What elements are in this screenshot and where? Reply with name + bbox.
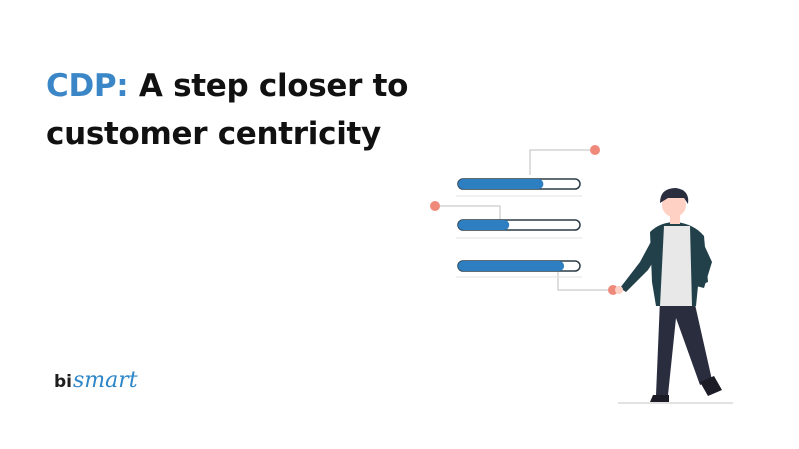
progress-bar-2 (457, 219, 581, 231)
dot-2 (430, 201, 440, 211)
person-hand (615, 286, 623, 294)
person-hair (660, 188, 689, 204)
logo-bi: bi (54, 372, 72, 392)
person-figure (615, 188, 722, 402)
person-legs (656, 300, 712, 395)
person-arm-right (694, 236, 712, 288)
person-arm-left (620, 236, 662, 292)
title-accent: CDP: (46, 68, 129, 104)
person-neck (670, 212, 680, 224)
progress-bar-1 (457, 178, 581, 190)
dot-3 (608, 285, 618, 295)
person-head (662, 193, 686, 217)
person-shoe-right (700, 376, 722, 396)
connector-line-3 (557, 272, 612, 291)
logo-smart: smart (73, 368, 138, 393)
progress-fill-3 (458, 261, 565, 271)
person-shoe-left (650, 395, 669, 402)
title-text: A step closer to customer centricity (46, 68, 409, 152)
person-shirt (660, 226, 692, 306)
progress-fill-1 (458, 179, 544, 189)
bismart-logo: bi smart (54, 368, 138, 402)
page-title: CDP: A step closer to customer centricit… (46, 62, 466, 158)
dot-1 (590, 145, 600, 155)
connector-line-2 (436, 205, 501, 220)
connector-line-1 (529, 149, 594, 175)
progress-fill-2 (458, 220, 510, 230)
progress-bar-3 (457, 260, 581, 272)
